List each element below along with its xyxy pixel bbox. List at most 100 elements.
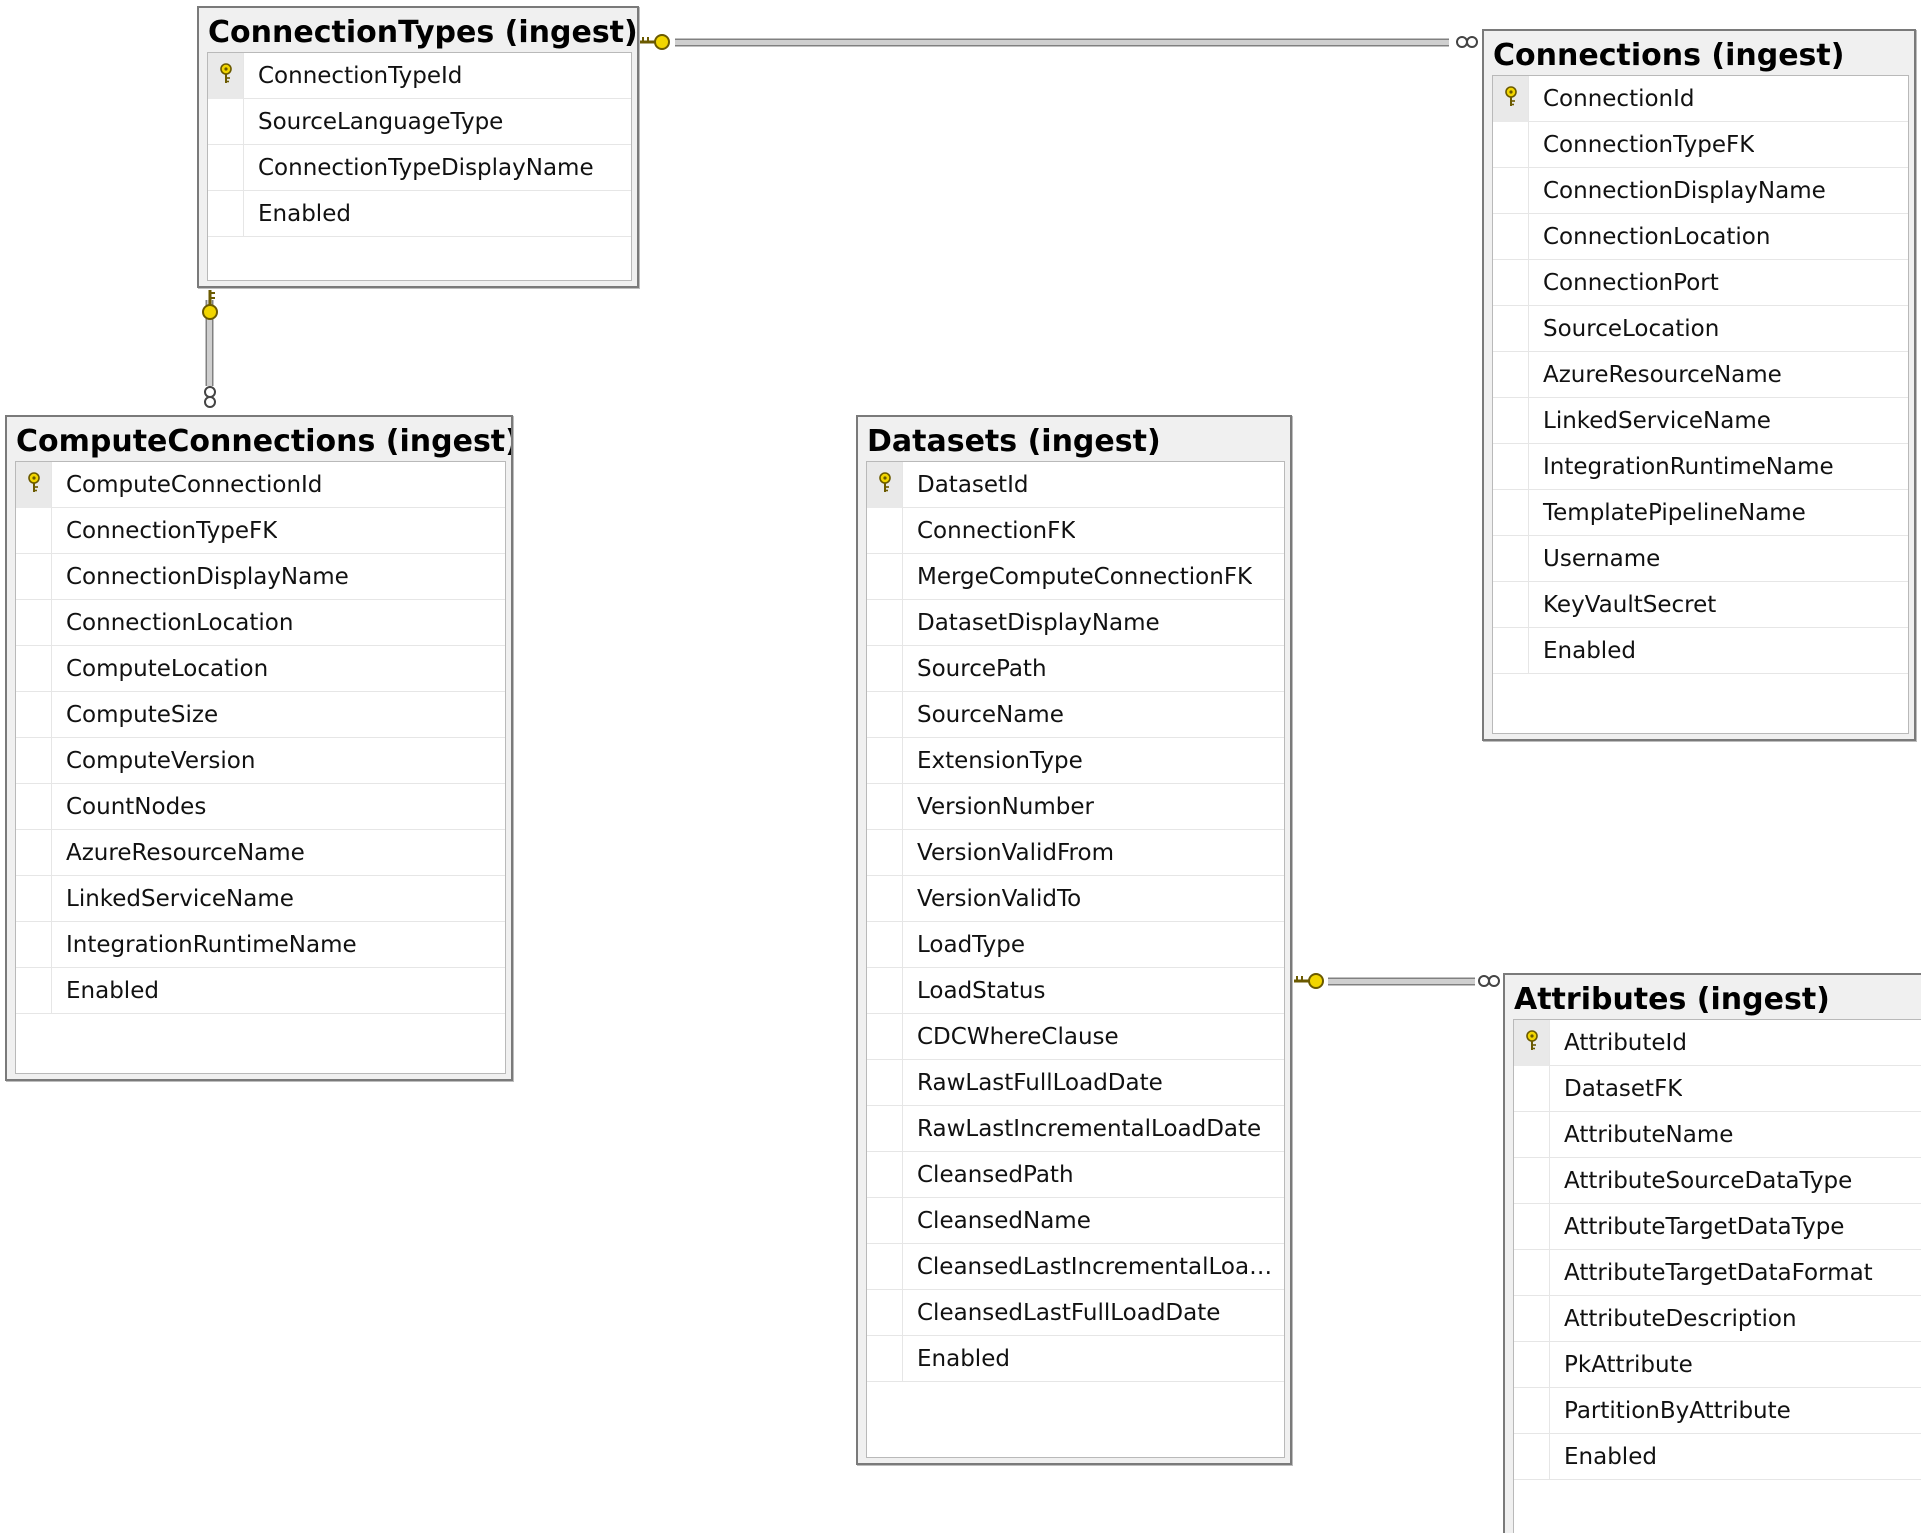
column-row[interactable]: MergeComputeConnectionFK: [867, 553, 1284, 600]
column-row[interactable]: LinkedServiceName: [1493, 397, 1908, 444]
column-row[interactable]: CleansedPath: [867, 1151, 1284, 1198]
relationship-datasets-attributes[interactable]: [1294, 973, 1500, 989]
column-row[interactable]: ComputeVersion: [16, 737, 505, 784]
key-cell: [1514, 1157, 1550, 1204]
key-cell: [1493, 121, 1529, 168]
column-name: Enabled: [66, 977, 159, 1004]
column-row[interactable]: ConnectionLocation: [1493, 213, 1908, 260]
primary-key-cell: [208, 53, 244, 99]
column-row[interactable]: AzureResourceName: [16, 829, 505, 876]
column-row[interactable]: ConnectionTypeDisplayName: [208, 144, 631, 191]
column-row[interactable]: AttributeDescription: [1514, 1295, 1921, 1342]
column-row[interactable]: TemplatePipelineName: [1493, 489, 1908, 536]
key-cell: [16, 783, 52, 830]
relationship-connectiontypes-computeconnections[interactable]: [202, 290, 218, 408]
key-cell: [867, 875, 903, 922]
column-row[interactable]: AzureResourceName: [1493, 351, 1908, 398]
table-title: ComputeConnections (ingest): [16, 424, 511, 459]
column-row[interactable]: SourcePath: [867, 645, 1284, 692]
column-row[interactable]: VersionValidFrom: [867, 829, 1284, 876]
column-row[interactable]: IntegrationRuntimeName: [16, 921, 505, 968]
column-row[interactable]: AttributeTargetDataType: [1514, 1203, 1921, 1250]
column-name: ComputeSize: [66, 701, 219, 728]
column-row[interactable]: CleansedLastIncrementalLoad...: [867, 1243, 1284, 1290]
key-icon: [202, 290, 218, 320]
table-title: ConnectionTypes (ingest): [208, 15, 637, 50]
key-cell: [208, 98, 244, 145]
column-row[interactable]: RawLastFullLoadDate: [867, 1059, 1284, 1106]
column-name: ComputeVersion: [66, 747, 256, 774]
column-row[interactable]: PartitionByAttribute: [1514, 1387, 1921, 1434]
column-row[interactable]: ConnectionTypeId: [208, 53, 631, 99]
column-row[interactable]: VersionValidTo: [867, 875, 1284, 922]
key-cell: [867, 1105, 903, 1152]
column-row[interactable]: SourceLocation: [1493, 305, 1908, 352]
column-row[interactable]: AttributeId: [1514, 1020, 1921, 1066]
column-name: ComputeLocation: [66, 655, 269, 682]
key-cell: [16, 737, 52, 784]
column-row[interactable]: KeyVaultSecret: [1493, 581, 1908, 628]
column-row[interactable]: SourceName: [867, 691, 1284, 738]
column-row[interactable]: ConnectionTypeFK: [16, 507, 505, 554]
column-row[interactable]: DatasetFK: [1514, 1065, 1921, 1112]
column-name: RawLastIncrementalLoadDate: [917, 1115, 1262, 1142]
column-row[interactable]: CleansedLastFullLoadDate: [867, 1289, 1284, 1336]
column-row[interactable]: ConnectionTypeFK: [1493, 121, 1908, 168]
column-row[interactable]: LoadType: [867, 921, 1284, 968]
column-row[interactable]: LoadStatus: [867, 967, 1284, 1014]
column-row[interactable]: ConnectionLocation: [16, 599, 505, 646]
column-row[interactable]: CleansedName: [867, 1197, 1284, 1244]
table-connectiontypes[interactable]: ConnectionTypes (ingest) ConnectionTypeI…: [197, 6, 639, 288]
table-computeconnections[interactable]: ComputeConnections (ingest) ComputeConne…: [5, 415, 513, 1081]
column-row[interactable]: IntegrationRuntimeName: [1493, 443, 1908, 490]
column-row[interactable]: Username: [1493, 535, 1908, 582]
table-title: Datasets (ingest): [867, 424, 1161, 459]
column-row[interactable]: RawLastIncrementalLoadDate: [867, 1105, 1284, 1152]
column-row[interactable]: AttributeTargetDataFormat: [1514, 1249, 1921, 1296]
column-row[interactable]: VersionNumber: [867, 783, 1284, 830]
column-row[interactable]: ExtensionType: [867, 737, 1284, 784]
key-cell: [867, 691, 903, 738]
column-row[interactable]: ConnectionPort: [1493, 259, 1908, 306]
column-name: AttributeId: [1564, 1029, 1687, 1056]
column-row[interactable]: Enabled: [208, 190, 631, 237]
key-cell: [1493, 213, 1529, 260]
column-row[interactable]: Enabled: [867, 1335, 1284, 1382]
column-name: ConnectionFK: [917, 517, 1076, 544]
column-row[interactable]: ComputeConnectionId: [16, 462, 505, 508]
column-row[interactable]: Enabled: [1514, 1433, 1921, 1480]
column-row[interactable]: LinkedServiceName: [16, 875, 505, 922]
column-row[interactable]: ComputeSize: [16, 691, 505, 738]
column-row[interactable]: SourceLanguageType: [208, 98, 631, 145]
column-row[interactable]: ConnectionDisplayName: [16, 553, 505, 600]
column-row[interactable]: DatasetDisplayName: [867, 599, 1284, 646]
column-row[interactable]: ConnectionDisplayName: [1493, 167, 1908, 214]
column-row[interactable]: CDCWhereClause: [867, 1013, 1284, 1060]
column-name: KeyVaultSecret: [1543, 591, 1717, 618]
column-name: IntegrationRuntimeName: [1543, 453, 1834, 480]
key-cell: [867, 737, 903, 784]
column-name: LoadType: [917, 931, 1026, 958]
column-row[interactable]: Enabled: [1493, 627, 1908, 674]
key-icon: [877, 471, 893, 498]
key-cell: [1514, 1387, 1550, 1434]
column-row[interactable]: AttributeName: [1514, 1111, 1921, 1158]
column-row[interactable]: ConnectionFK: [867, 507, 1284, 554]
column-row[interactable]: AttributeSourceDataType: [1514, 1157, 1921, 1204]
relationship-connectiontypes-connections[interactable]: [640, 34, 1478, 50]
column-row[interactable]: DatasetId: [867, 462, 1284, 508]
column-row[interactable]: ComputeLocation: [16, 645, 505, 692]
column-row[interactable]: ConnectionId: [1493, 76, 1908, 122]
column-name: SourceName: [917, 701, 1064, 728]
column-row[interactable]: Enabled: [16, 967, 505, 1014]
column-row[interactable]: CountNodes: [16, 783, 505, 830]
infinity-icon: [1456, 36, 1478, 48]
column-row[interactable]: PkAttribute: [1514, 1341, 1921, 1388]
